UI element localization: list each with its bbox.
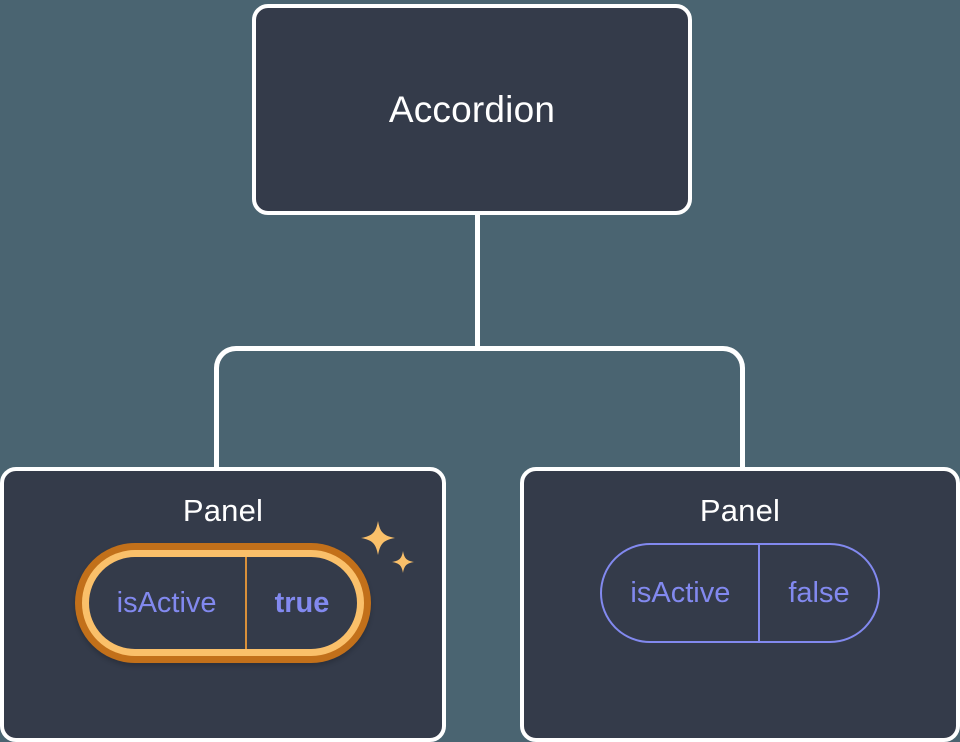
node-panel-inactive-label: Panel: [699, 493, 781, 528]
prop-key-active: isActive: [116, 586, 217, 619]
connector-branch-bus: [214, 346, 745, 472]
connector-root-to-branch: [475, 211, 480, 351]
prop-key-inactive: isActive: [630, 576, 731, 609]
sparkle-group: [358, 521, 418, 583]
prop-pill-active[interactable]: isActive true: [81, 550, 365, 656]
node-panel-active-label: Panel: [182, 493, 264, 528]
prop-pill-zone-inactive: isActive false: [524, 543, 956, 643]
prop-value-inactive: false: [758, 545, 877, 641]
sparkle-large-icon: [361, 521, 395, 555]
node-panel-inactive[interactable]: Panel isActive false: [520, 467, 960, 742]
prop-pill-inactive[interactable]: isActive false: [600, 543, 880, 643]
prop-pill-highlight-ring: isActive true: [74, 543, 372, 663]
sparkle-small-icon: [392, 551, 414, 573]
node-accordion-label: Accordion: [388, 88, 556, 130]
node-accordion[interactable]: Accordion: [252, 4, 692, 215]
prop-value-active: true: [244, 557, 358, 649]
node-panel-active[interactable]: Panel isActive true: [0, 467, 446, 742]
prop-pill-zone-active: isActive true: [4, 521, 442, 663]
connector-elbow: [214, 346, 745, 472]
